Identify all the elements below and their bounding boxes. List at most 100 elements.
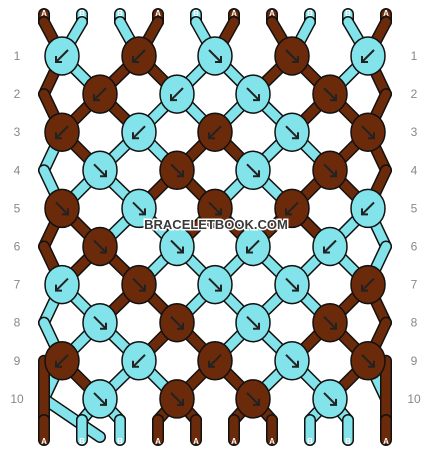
row-number-left: 1: [14, 49, 21, 63]
label-layer: AABBBBAABAAAAABBBBAA12345678910123456789…: [10, 9, 421, 446]
knot: [312, 302, 348, 343]
arrow-icon: [285, 354, 299, 368]
arrow-head-icon: [323, 246, 330, 254]
arrow-head-icon: [208, 132, 215, 140]
arrow-head-icon: [292, 284, 299, 292]
knot: [44, 112, 80, 152]
knot: [235, 226, 271, 267]
arrow-head-icon: [177, 246, 184, 254]
arrow-icon: [55, 201, 69, 216]
arrow-icon: [323, 315, 337, 330]
knot: [235, 302, 271, 343]
row-number-right: 7: [411, 278, 418, 292]
arrow-icon: [246, 315, 260, 330]
arrow-icon: [55, 354, 69, 368]
arrow-icon: [208, 125, 222, 139]
watermark: BRACELETBOOK.COM BRACELETBOOK.COM: [143, 216, 290, 234]
arrow-head-icon: [330, 170, 337, 178]
knot: [274, 188, 310, 229]
row-number-right: 9: [411, 354, 418, 368]
knot: [312, 226, 348, 267]
row-number-right: 8: [411, 316, 418, 330]
edge-thread: [39, 394, 105, 442]
knot: [274, 264, 310, 305]
strand-letter-bottom: B: [307, 437, 313, 446]
knot: [274, 112, 310, 152]
knot: [44, 36, 80, 76]
knot: [44, 264, 80, 305]
strand-letter-bottom: A: [155, 437, 161, 446]
row-number-left: 10: [10, 392, 24, 406]
arrow-icon: [170, 87, 184, 101]
arrow-head-icon: [100, 322, 107, 330]
arrow-head-icon: [100, 398, 107, 406]
arrow-head-icon: [62, 208, 69, 216]
arrow-head-icon: [132, 56, 139, 63]
watermark-text: BRACELETBOOK.COM: [144, 217, 288, 232]
arrow-icon: [361, 125, 375, 139]
row-number-right: 6: [411, 240, 418, 254]
arrow-icon: [208, 354, 222, 368]
arrow-head-icon: [208, 360, 215, 368]
arrow-icon: [170, 163, 184, 178]
knot: [159, 74, 195, 114]
knot: [159, 150, 195, 191]
arrow-icon: [208, 277, 222, 292]
arrow-head-icon: [215, 56, 222, 63]
arrow-icon: [93, 87, 107, 101]
arrow-icon: [93, 239, 107, 254]
arrow-head-icon: [368, 360, 375, 368]
arrow-head-icon: [177, 322, 184, 330]
knot: [82, 226, 118, 267]
row-number-right: 3: [411, 125, 418, 139]
knot: [312, 150, 348, 191]
arrow-icon: [132, 201, 146, 216]
row-number-left: 9: [14, 354, 21, 368]
arrow-head-icon: [361, 284, 368, 292]
knot: [274, 341, 310, 381]
knot: [197, 188, 233, 229]
strand-letter-bottom: A: [193, 437, 199, 446]
knot: [121, 264, 157, 305]
arrow-icon: [361, 49, 375, 63]
arrow-icon: [55, 49, 69, 63]
knot: [82, 302, 118, 343]
strand-letter-bottom: B: [79, 437, 85, 446]
arrow-head-icon: [330, 94, 337, 102]
arrow-head-icon: [253, 322, 260, 330]
strand-letter-bottom: B: [345, 437, 351, 446]
strand-letter-bottom: A: [383, 437, 389, 446]
arrow-head-icon: [253, 94, 260, 102]
arrow-icon: [361, 277, 375, 292]
strand-letter-top: A: [383, 9, 389, 18]
arrow-icon: [55, 277, 69, 292]
knot: [235, 74, 271, 114]
arrow-icon: [323, 239, 337, 254]
arrow-icon: [208, 49, 222, 63]
arrow-head-icon: [132, 132, 139, 140]
knot: [82, 74, 118, 114]
row-number-right: 2: [411, 87, 418, 101]
knot: [350, 112, 386, 152]
knot: [121, 112, 157, 152]
knot: [312, 74, 348, 114]
arrow-head-icon: [55, 284, 62, 292]
knot: [197, 112, 233, 152]
arrow-head-icon: [361, 56, 368, 63]
row-number-left: 2: [14, 87, 21, 101]
svg-text:BRACELETBOOK.COM: BRACELETBOOK.COM: [144, 217, 288, 232]
strand-letter-top: B: [345, 9, 351, 18]
knot: [44, 341, 80, 381]
arrow-head-icon: [55, 56, 62, 63]
arrow-head-icon: [330, 322, 337, 330]
arrow-head-icon: [253, 398, 260, 406]
knot: [121, 36, 157, 76]
arrow-head-icon: [139, 284, 146, 292]
arrow-head-icon: [55, 360, 62, 368]
arrow-icon: [285, 201, 299, 216]
strand-letter-top: B: [79, 9, 85, 18]
row-number-right: 1: [411, 49, 418, 63]
arrow-icon: [246, 392, 260, 406]
strand-letter-bottom: A: [269, 437, 275, 446]
